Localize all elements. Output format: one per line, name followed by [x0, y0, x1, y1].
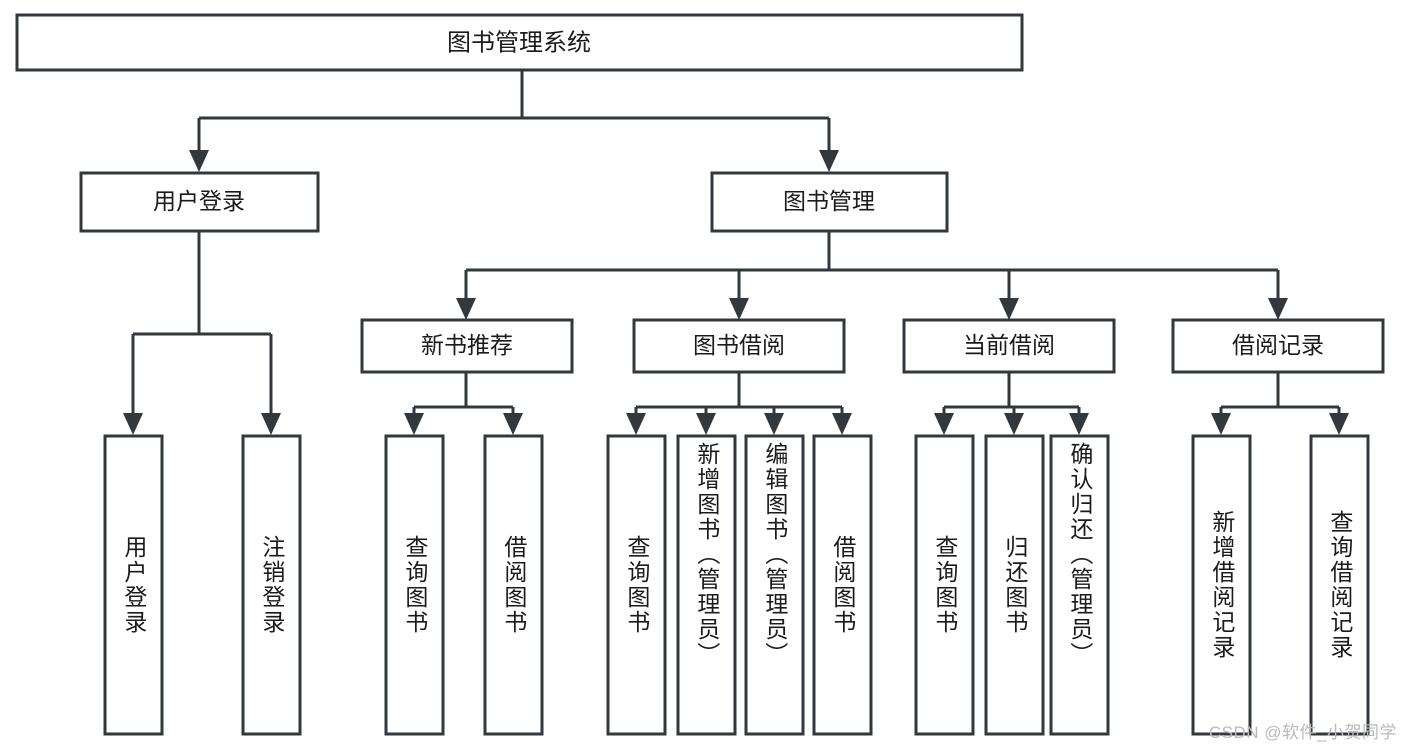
- connector-group-current-borrow: [934, 372, 1089, 435]
- connector-group-new-book-recommend: [404, 372, 523, 435]
- connector-group-book-management: [456, 232, 1288, 320]
- arrow-head-leaf-confirm-return-admin: [1069, 413, 1089, 435]
- connector-group-borrow-record: [1211, 372, 1349, 435]
- arrow-head-user-login: [189, 150, 209, 172]
- node-current-borrow-box[interactable]: [902, 318, 1116, 374]
- node-user-login[interactable]: 用户登录: [79, 171, 320, 233]
- node-leaf-query-borrow-record-box[interactable]: [1309, 434, 1370, 736]
- node-book-management[interactable]: 图书管理: [710, 171, 949, 233]
- arrow-head-leaf-add-book-admin: [696, 413, 716, 435]
- node-leaf-query-book-2-box[interactable]: [606, 434, 667, 736]
- node-root-label: 图书管理系统: [447, 29, 591, 56]
- arrow-head-leaf-add-borrow-record: [1211, 413, 1231, 435]
- arrow-head-leaf-query-borrow-record: [1329, 413, 1349, 435]
- connector-group-root-to-level1: [189, 70, 839, 172]
- node-leaf-logout-login-box[interactable]: [241, 434, 302, 736]
- node-leaf-borrow-book-2-box[interactable]: [812, 434, 873, 736]
- node-book-borrow-label: 图书借阅: [693, 332, 785, 358]
- arrow-head-leaf-edit-book-admin: [764, 413, 784, 435]
- node-current-borrow[interactable]: 当前借阅: [902, 318, 1116, 374]
- arrow-head-leaf-borrow-book-2: [832, 413, 852, 435]
- arrow-head-leaf-borrow-book-1: [503, 413, 523, 435]
- arrow-head-leaf-user-login: [123, 413, 143, 435]
- connector-group-user-login: [123, 232, 281, 435]
- node-leaf-confirm-return-admin-box[interactable]: [1049, 434, 1110, 736]
- node-new-book-recommend[interactable]: 新书推荐: [360, 318, 574, 374]
- node-root-box[interactable]: [15, 13, 1024, 72]
- node-book-borrow[interactable]: 图书借阅: [632, 318, 846, 374]
- node-leaf-add-book-admin-box[interactable]: [676, 434, 737, 736]
- node-new-book-recommend-box[interactable]: [360, 318, 574, 374]
- arrow-head-book-management: [819, 150, 839, 172]
- node-leaf-query-book-3-box[interactable]: [914, 434, 975, 736]
- node-leaf-user-login-box[interactable]: [103, 434, 164, 736]
- node-user-login-label: 用户登录: [153, 188, 245, 214]
- node-leaf-borrow-book-1-box[interactable]: [483, 434, 544, 736]
- arrow-head-current-borrow: [999, 298, 1019, 320]
- node-book-borrow-box[interactable]: [632, 318, 846, 374]
- arrow-head-leaf-query-book-2: [626, 413, 646, 435]
- node-leaf-return-book-box[interactable]: [984, 434, 1045, 736]
- arrow-head-leaf-query-book-1: [404, 413, 424, 435]
- node-new-book-recommend-label: 新书推荐: [421, 332, 513, 358]
- node-book-management-label: 图书管理: [783, 188, 875, 214]
- arrow-head-book-borrow: [729, 298, 749, 320]
- arrow-head-leaf-return-book: [1004, 413, 1024, 435]
- arrow-head-borrow-record: [1268, 298, 1288, 320]
- node-user-login-box[interactable]: [79, 171, 320, 233]
- connector-group-book-borrow: [626, 372, 852, 435]
- node-book-management-box[interactable]: [710, 171, 949, 233]
- node-leaf-edit-book-admin-box[interactable]: [744, 434, 805, 736]
- node-leaf-add-borrow-record-box[interactable]: [1191, 434, 1252, 736]
- node-borrow-record-box[interactable]: [1171, 318, 1385, 374]
- arrow-head-new-book-recommend: [456, 298, 476, 320]
- node-root[interactable]: 图书管理系统: [15, 13, 1024, 72]
- node-leaf-query-book-1-box[interactable]: [384, 434, 445, 736]
- arrow-head-leaf-query-book-3: [934, 413, 954, 435]
- node-current-borrow-label: 当前借阅: [963, 332, 1055, 358]
- node-borrow-record[interactable]: 借阅记录: [1171, 318, 1385, 374]
- arrow-head-leaf-logout-login: [261, 413, 281, 435]
- node-borrow-record-label: 借阅记录: [1232, 332, 1324, 358]
